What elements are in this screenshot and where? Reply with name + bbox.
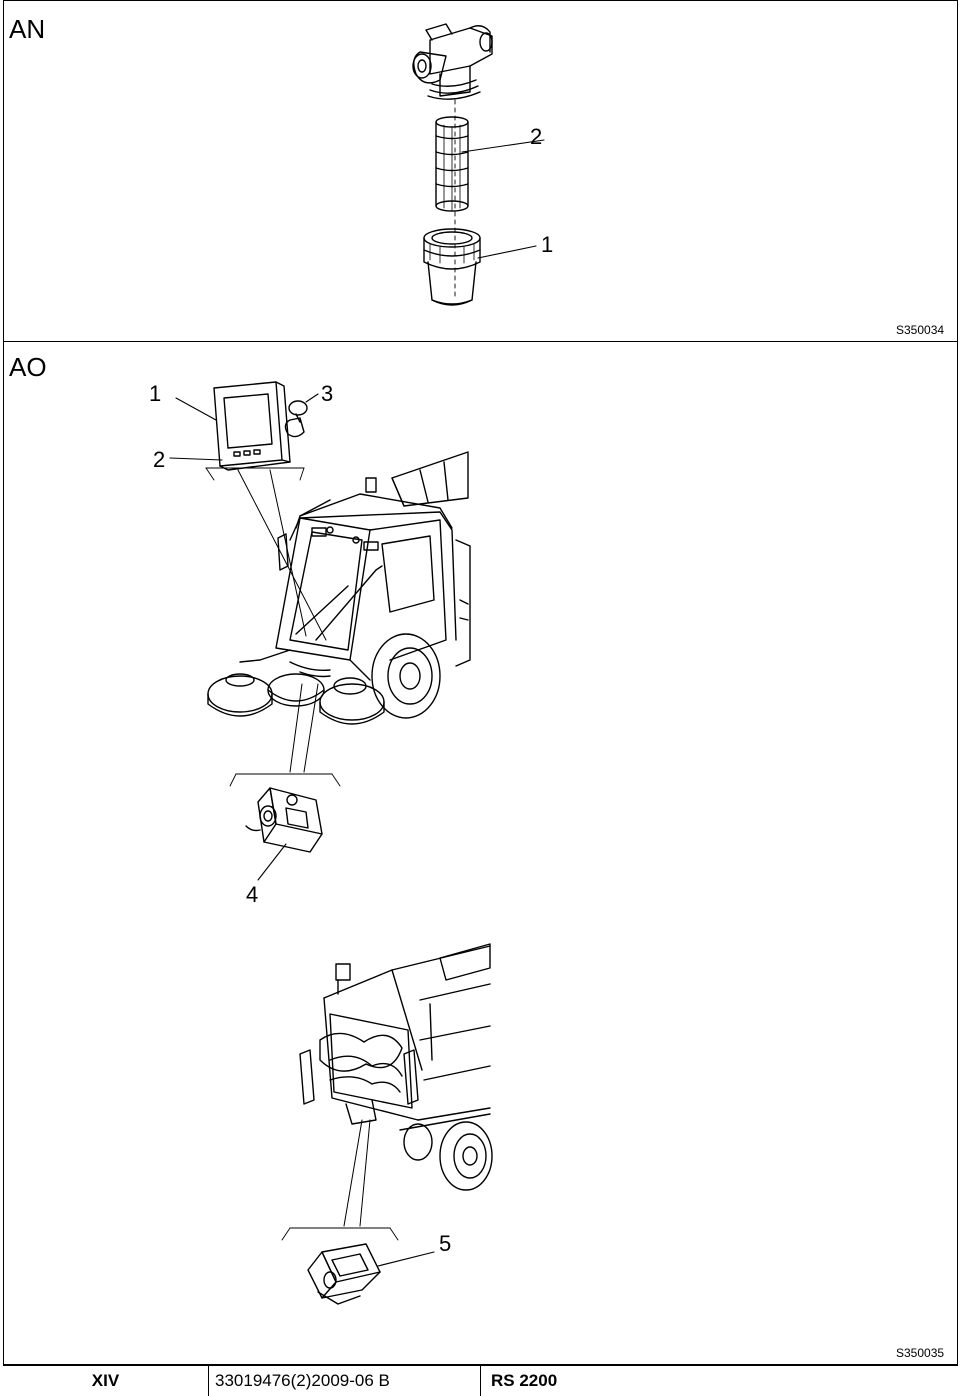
callout-display-unit: 1 <box>149 381 162 406</box>
section-ao-reference: S350035 <box>896 1346 945 1360</box>
callout-camera-front: 3 <box>321 381 334 406</box>
front-camera-drawing <box>284 400 308 438</box>
sweeper-vehicle-front-drawing <box>207 451 471 725</box>
strainer-insert-drawing <box>435 116 469 212</box>
callout-camera-side: 4 <box>246 882 259 907</box>
footer-doc-cell: 33019476(2)2009-06 B <box>208 1364 480 1396</box>
callout-monitor-bracket: 2 <box>153 447 166 472</box>
filter-bowl-drawing <box>423 228 481 306</box>
rear-camera-drawing <box>307 1243 381 1305</box>
section-ao-label: AO <box>9 352 47 382</box>
footer-page-number: XIV <box>91 1371 120 1390</box>
footer-doc-number: 33019476(2)2009-06 B <box>215 1371 390 1390</box>
footer-page-cell: XIV <box>3 1364 208 1396</box>
footer-model-cell: RS 2200 <box>480 1364 958 1396</box>
section-an-label: AN <box>9 14 46 44</box>
monitor-drawing <box>213 381 291 471</box>
side-camera-drawing <box>245 787 323 853</box>
callout-strainer-insert: 2 <box>530 124 543 149</box>
footer-model-name: RS 2200 <box>491 1371 558 1390</box>
callout-camera-rear: 5 <box>439 1231 452 1256</box>
section-an-reference: S350034 <box>896 323 945 337</box>
filter-head-drawing <box>412 23 493 100</box>
sweeper-vehicle-rear-drawing <box>299 943 493 1191</box>
callout-filter-bowl: 1 <box>541 232 554 257</box>
